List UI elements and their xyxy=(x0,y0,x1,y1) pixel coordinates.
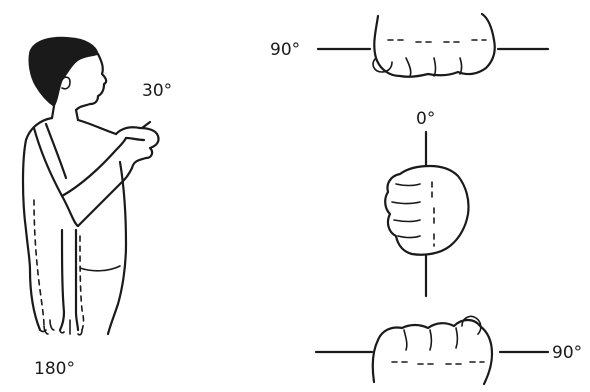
figure-hands xyxy=(116,122,159,168)
fist-bottom xyxy=(316,316,548,384)
fist-top xyxy=(318,14,548,77)
figure-torso xyxy=(23,118,126,334)
figure-hair xyxy=(29,38,98,106)
label-forward-flexion: 30° xyxy=(142,81,172,101)
figure-neck xyxy=(52,106,78,120)
figure-ear xyxy=(62,77,70,89)
label-arm-down: 180° xyxy=(34,359,75,379)
figure-shirt-hem xyxy=(80,266,120,271)
fist-top-knuckles xyxy=(388,40,486,42)
label-fist-top: 90° xyxy=(270,40,300,60)
fist-middle-fingers xyxy=(392,184,420,238)
figure-raised-arm xyxy=(62,138,132,226)
fist-bottom-outline xyxy=(373,320,492,384)
figure-face xyxy=(76,54,106,110)
standing-figure xyxy=(23,38,159,335)
fist-bottom-finger-lines xyxy=(404,328,458,350)
fist-bottom-knuckles xyxy=(392,362,484,364)
label-fist-middle: 0° xyxy=(416,109,435,129)
figure-sleeve xyxy=(34,124,78,226)
fist-top-outline xyxy=(374,14,494,77)
fist-middle-outline xyxy=(385,166,468,255)
hanging-arm-solid xyxy=(60,230,78,330)
fist-middle xyxy=(385,132,468,296)
label-fist-bottom: 90° xyxy=(552,343,582,363)
fist-middle-knuckles xyxy=(432,182,434,246)
